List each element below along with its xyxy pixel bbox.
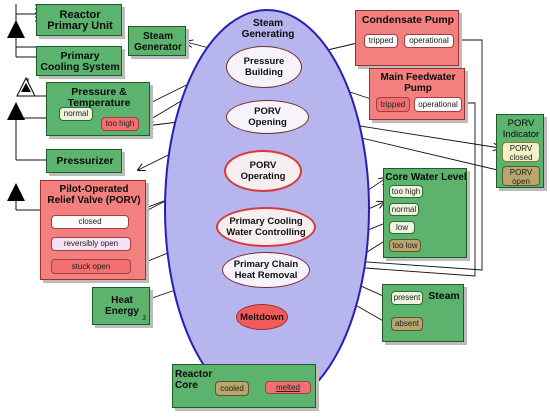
condensate-pump-object[interactable]: Condensate Pump tripped operational [355,10,459,66]
porv-object[interactable]: Pilot-Operated Relief Valve (PORV) close… [40,180,146,280]
porv-state-closed[interactable]: closed [51,215,129,229]
pressure-building-process[interactable]: Pressure Building [226,46,302,88]
primary-cooling-system-object[interactable]: Primary Cooling System [36,46,122,76]
pressurizer-object[interactable]: Pressurizer [46,149,122,173]
porv-operating-process[interactable]: PORV Operating [224,150,302,192]
primary-chain-heat-removal-process[interactable]: Primary Chain Heat Removal [222,252,310,288]
water-level-normal[interactable]: normal [389,203,419,216]
reactor-core-object[interactable]: Reactor Core cooled melted [172,364,316,408]
heat-energy-object[interactable]: Heat Energy 3 [92,287,150,325]
water-level-too-low[interactable]: too low [389,239,421,252]
primary-cooling-water-controlling-process[interactable]: Primary Cooling Water Controlling [216,207,316,247]
porv-indicator-object[interactable]: PORV Indicator PORV closed PORV open [496,114,544,188]
core-state-cooled[interactable]: cooled [215,381,249,396]
pressure-temperature-object[interactable]: Pressure & Temperature normal too high [46,82,150,136]
steam-state-present[interactable]: present [391,291,423,305]
core-water-level-object[interactable]: Core Water Level too high normal low too… [383,168,467,258]
reactor-primary-unit-object[interactable]: Reactor Primary Unit [36,4,122,36]
feedwater-state-tripped[interactable]: tripped [376,97,410,112]
steam-generator-object[interactable]: Steam Generator [128,26,186,56]
core-state-melted[interactable]: melted [265,381,311,394]
water-level-too-high[interactable]: too high [389,185,423,198]
process-title: Steam Generating [241,18,295,40]
condensate-state-tripped[interactable]: tripped [364,34,398,48]
steam-object[interactable]: Steam present absent [382,284,464,342]
porv-state-reversibly-open[interactable]: reversibly open [51,237,131,251]
structure-triangles [7,20,36,201]
pressure-state-normal[interactable]: normal [59,107,93,121]
main-feedwater-pump-object[interactable]: Main Feedwater Pump tripped operational [369,68,465,120]
condensate-state-operational[interactable]: operational [404,34,454,48]
porv-opening-process[interactable]: PORV Opening [226,100,309,134]
meltdown-process[interactable]: Meltdown [236,304,288,330]
porv-state-stuck-open[interactable]: stuck open [51,259,131,274]
feedwater-state-operational[interactable]: operational [414,97,462,112]
indicator-state-closed[interactable]: PORV closed [502,142,540,162]
water-level-low[interactable]: low [389,221,415,234]
steam-state-absent[interactable]: absent [391,317,423,331]
heat-energy-index: 3 [142,315,146,322]
indicator-state-open[interactable]: PORV open [502,166,540,186]
pressure-state-too-high[interactable]: too high [101,117,139,131]
